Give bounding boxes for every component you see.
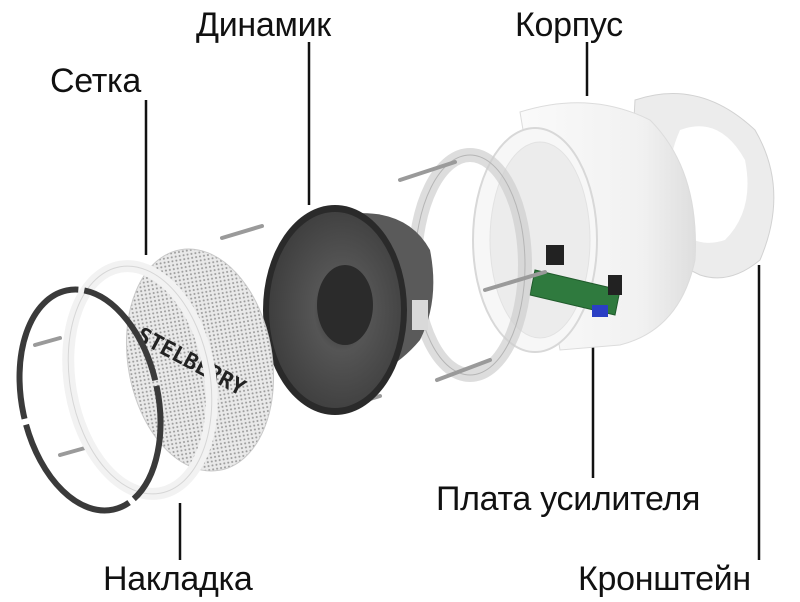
label-housing: Корпус [515, 6, 623, 44]
label-driver: Динамик [196, 6, 331, 44]
pcb [529, 269, 621, 316]
trim-ring-part [62, 260, 218, 500]
gasket-part [16, 286, 164, 514]
housing-part [472, 102, 696, 353]
label-trim-ring: Накладка [103, 560, 253, 598]
label-amp-board: Плата усилителя [436, 480, 701, 518]
driver-part [263, 205, 434, 415]
label-grille: Сетка [50, 62, 141, 100]
label-bracket: Кронштейн [578, 560, 751, 598]
